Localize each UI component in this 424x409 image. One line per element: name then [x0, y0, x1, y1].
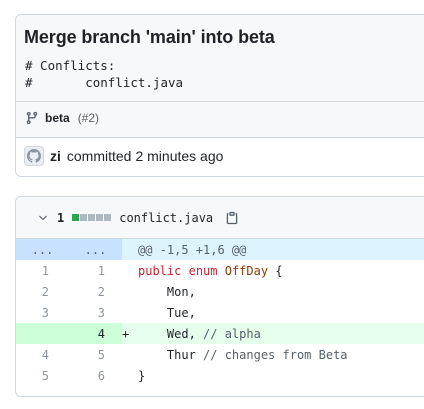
commit-card: Merge branch 'main' into beta # Conflict… — [15, 14, 424, 177]
hunk-header: @@ -1,5 +1,6 @@ — [138, 239, 424, 260]
code-token: OffDay — [224, 263, 269, 278]
divider — [16, 101, 424, 102]
diff-table: ... ... @@ -1,5 +1,6 @@ 1 1 public enum O… — [16, 239, 424, 386]
chevron-down-icon[interactable] — [37, 212, 49, 224]
code-token: { — [268, 263, 283, 278]
old-line-number[interactable]: 4 — [41, 347, 49, 362]
diff-line: 5 6 } — [16, 365, 424, 386]
octocat-icon — [27, 149, 41, 163]
new-line-number[interactable]: 5 — [97, 347, 105, 362]
diffstat — [72, 214, 112, 221]
commit-title: Merge branch 'main' into beta — [24, 27, 275, 47]
code-token: Wed, — [138, 326, 204, 341]
code-line: Thur // changes from Beta — [138, 344, 424, 365]
diffstat-block — [80, 214, 88, 221]
code-token: // changes from Beta — [203, 347, 348, 362]
new-line-number[interactable]: 4 — [69, 323, 122, 344]
old-line-number[interactable]: 2 — [41, 284, 49, 299]
diff-sign — [122, 302, 138, 323]
code-token: enum — [188, 263, 218, 278]
commit-message-body: # Conflicts: # conflict.java — [25, 58, 184, 90]
diffstat-block — [88, 214, 96, 221]
diffstat-block — [104, 214, 112, 221]
diff-sign: + — [122, 323, 138, 344]
diff-line: 4+ Wed, // alpha — [16, 323, 424, 344]
code-token: // alpha — [203, 326, 261, 341]
diff-line: 3 3 Tue, — [16, 302, 424, 323]
code-line: Tue, — [138, 302, 424, 323]
git-branch-icon — [26, 111, 38, 125]
code-token: Thur — [138, 347, 204, 362]
commit-author-row: zi committed 2 minutes ago — [24, 146, 223, 166]
code-line: Wed, // alpha — [138, 323, 424, 344]
old-line-number[interactable] — [16, 323, 69, 344]
code-token: public — [138, 263, 182, 278]
commit-time: 2 minutes ago — [135, 148, 224, 164]
new-line-number[interactable]: 6 — [97, 368, 105, 383]
code-token: Tue, — [138, 305, 196, 320]
commit-header: Merge branch 'main' into beta # Conflict… — [16, 15, 424, 138]
code-token — [218, 264, 225, 278]
code-line: Mon, — [138, 281, 424, 302]
diffstat-block — [96, 214, 104, 221]
old-line-number[interactable]: 5 — [41, 368, 49, 383]
hunk-header-row: ... ... @@ -1,5 +1,6 @@ — [16, 239, 424, 260]
file-name[interactable]: conflict.java — [119, 210, 214, 225]
file-header: 1 conflict.java — [16, 197, 424, 239]
diff-sign — [122, 260, 138, 281]
expand-up-button[interactable]: ... — [16, 239, 69, 260]
file-diff: 1 conflict.java ... ... @@ -1,5 +1,6 @@ … — [15, 196, 424, 397]
expand-down-button[interactable]: ... — [69, 239, 122, 260]
code-token: Mon, — [138, 284, 196, 299]
branch-info[interactable]: beta (#2) — [25, 111, 99, 125]
code-token: } — [138, 368, 146, 383]
commit-action: committed — [66, 148, 132, 164]
pull-request-number[interactable]: (#2) — [77, 111, 100, 125]
branch-name[interactable]: beta — [45, 111, 70, 125]
old-line-number[interactable]: 3 — [41, 305, 49, 320]
copy-icon[interactable] — [225, 211, 239, 225]
old-line-number[interactable]: 1 — [41, 263, 49, 278]
code-token — [181, 264, 188, 278]
new-line-number[interactable]: 2 — [97, 284, 105, 299]
diffstat-block — [72, 214, 80, 221]
diff-sign — [122, 281, 138, 302]
diff-line: 4 5 Thur // changes from Beta — [16, 344, 424, 365]
new-line-number[interactable]: 1 — [97, 263, 105, 278]
code-line: public enum OffDay { — [138, 260, 424, 281]
change-count: 1 — [57, 210, 65, 225]
diff-line: 2 2 Mon, — [16, 281, 424, 302]
new-line-number[interactable]: 3 — [97, 305, 105, 320]
diff-line: 1 1 public enum OffDay { — [16, 260, 424, 281]
author-name[interactable]: zi — [50, 148, 61, 164]
code-line: } — [138, 365, 424, 386]
avatar[interactable] — [24, 146, 44, 166]
diff-sign — [122, 344, 138, 365]
diff-sign — [122, 365, 138, 386]
